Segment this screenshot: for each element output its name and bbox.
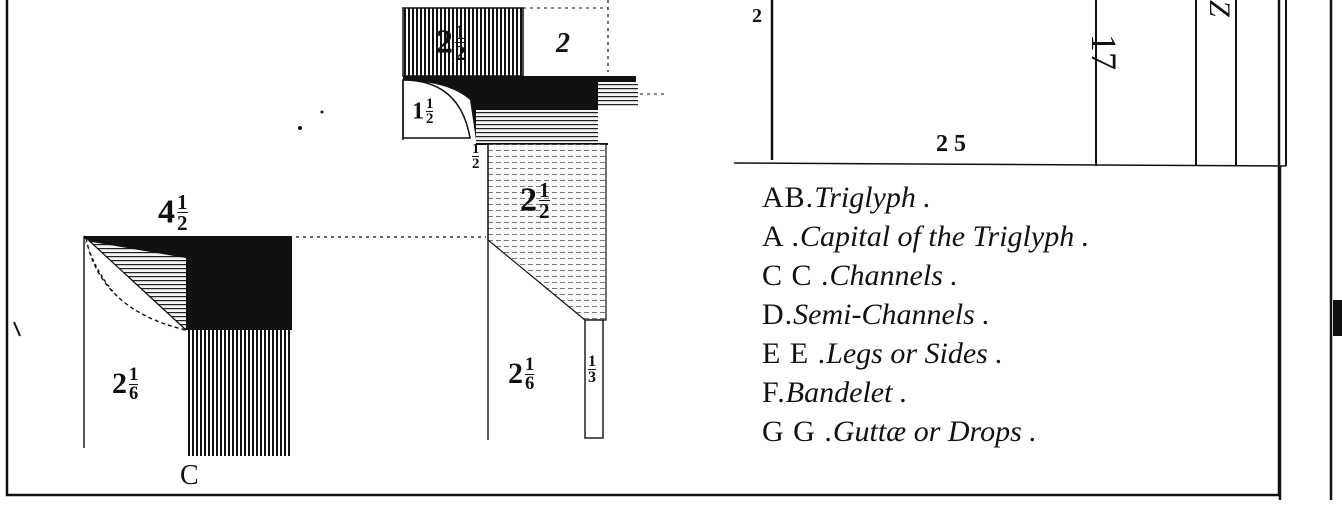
upper-profile [402,0,666,145]
label-twenty-five: 2 5 [936,131,966,157]
triglyph-body [487,143,607,440]
legend-item: G G .Guttæ or Drops . [762,415,1037,448]
bandelet-strip [584,319,604,439]
label-z: Z [1203,0,1236,17]
legend-item: D.Semi-Channels . [762,298,990,331]
elevation-partial [733,0,1333,500]
label-seventeen: 17 [1084,34,1124,70]
legend-item: F.Bandelet . [762,376,908,409]
legend-item: A .Capital of the Triglyph . [762,220,1090,253]
legend-box: AB.Triglyph . A .Capital of the Triglyph… [762,178,1272,451]
channel-section [83,235,486,456]
label-upper-a: 2 [752,5,762,27]
legend-item: E E .Legs or Sides . [762,337,1003,370]
label-letter-c: C [180,460,199,491]
legend-item: C C .Channels . [762,259,958,292]
label-two-top: 2 [556,28,570,59]
legend-item: AB.Triglyph . [762,181,931,214]
